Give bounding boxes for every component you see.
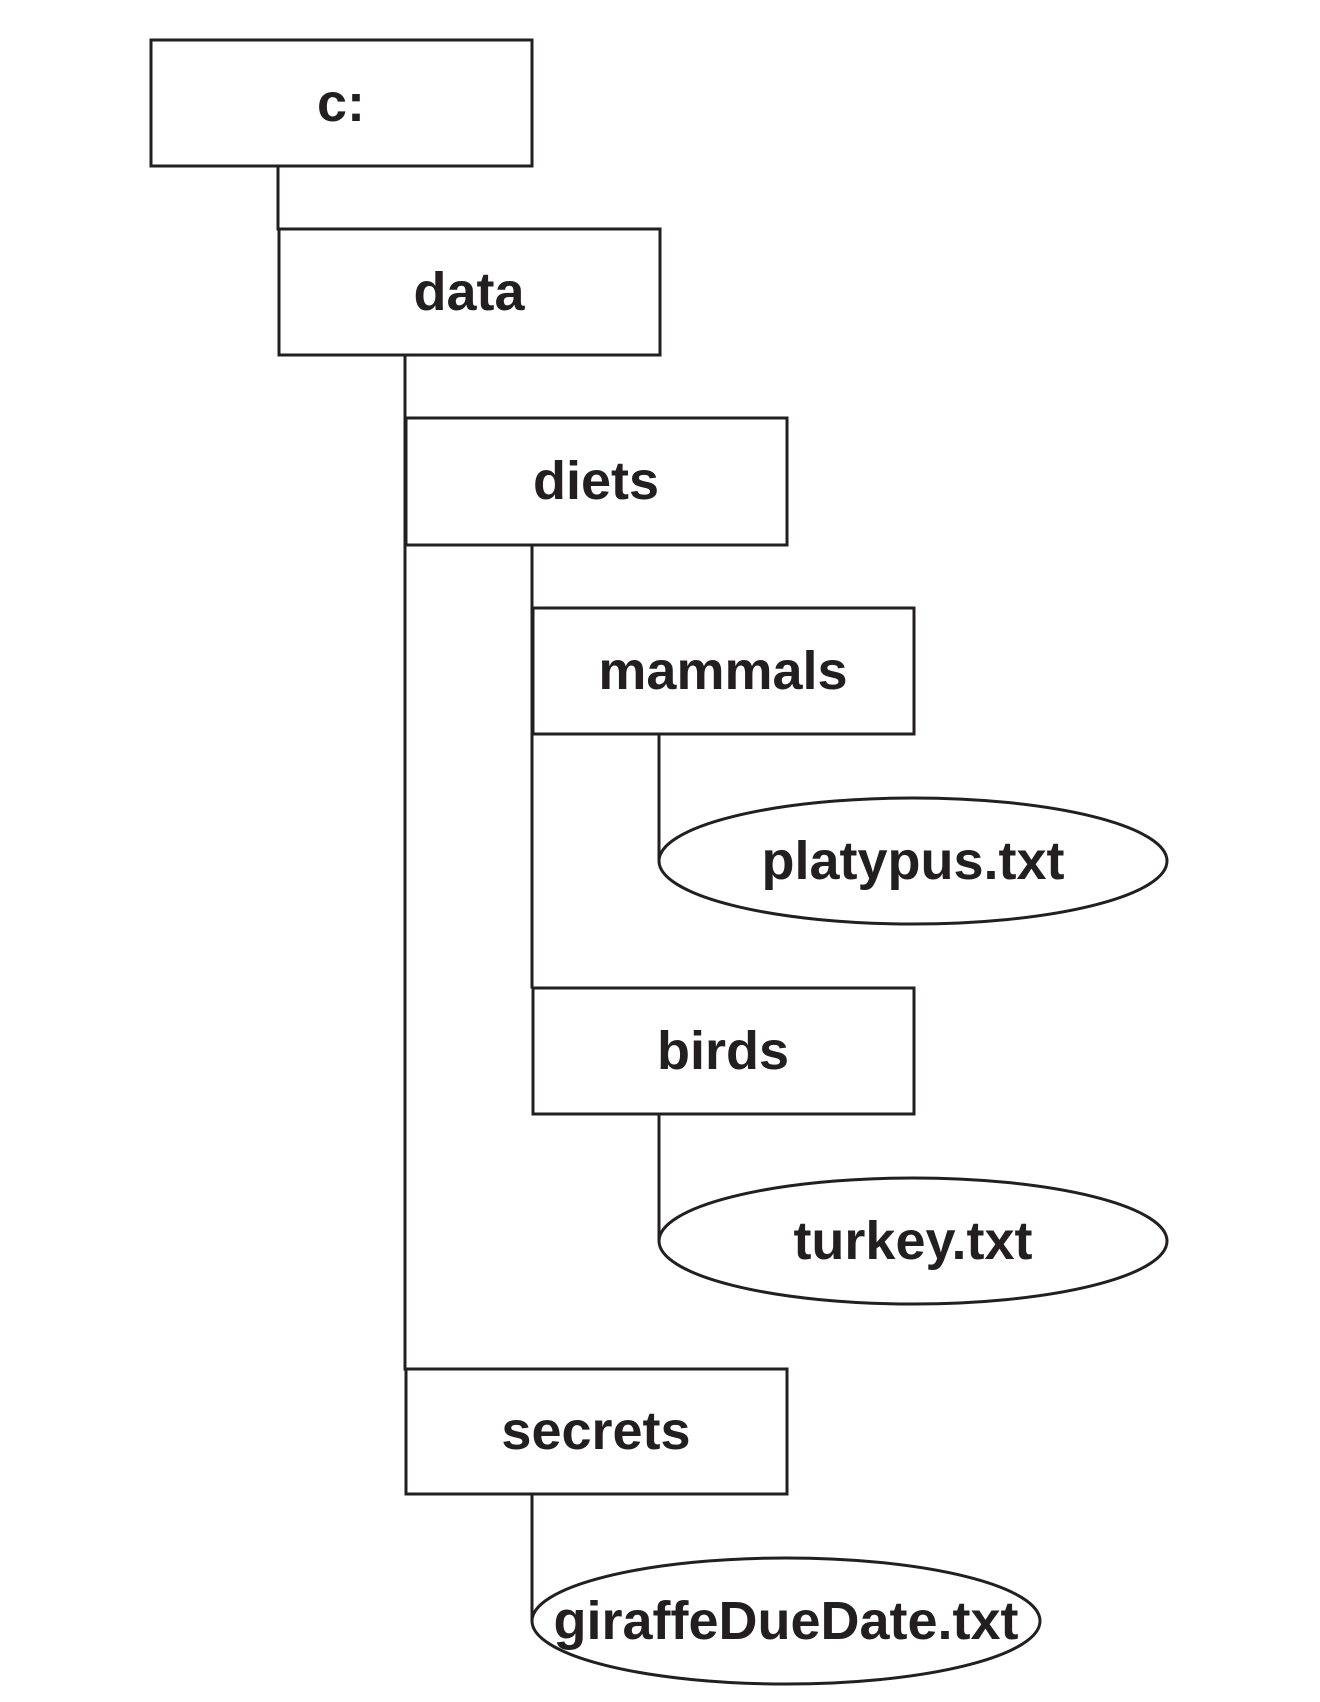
folder-label-mammals: mammals — [598, 641, 847, 701]
folder-node-birds: birds — [531, 986, 916, 1116]
connector-c-to-data — [276, 166, 280, 231]
folder-node-data: data — [277, 227, 662, 357]
folder-node-c: c: — [149, 38, 534, 168]
folder-node-diets: diets — [404, 416, 789, 547]
folder-node-secrets: secrets — [404, 1367, 789, 1496]
file-node-giraffe-due-date: giraffeDueDate.txt — [530, 1556, 1042, 1686]
folder-label-c: c: — [317, 73, 365, 133]
folder-label-diets: diets — [533, 451, 659, 511]
file-label-giraffe-due-date: giraffeDueDate.txt — [553, 1591, 1018, 1651]
folder-label-secrets: secrets — [501, 1401, 690, 1461]
folder-label-data: data — [413, 262, 525, 322]
folder-label-birds: birds — [657, 1021, 789, 1081]
file-label-turkey: turkey.txt — [793, 1211, 1032, 1271]
folder-node-mammals: mammals — [531, 606, 916, 736]
file-node-turkey: turkey.txt — [657, 1176, 1169, 1306]
file-label-platypus: platypus.txt — [761, 831, 1064, 891]
file-node-platypus: platypus.txt — [657, 796, 1169, 926]
